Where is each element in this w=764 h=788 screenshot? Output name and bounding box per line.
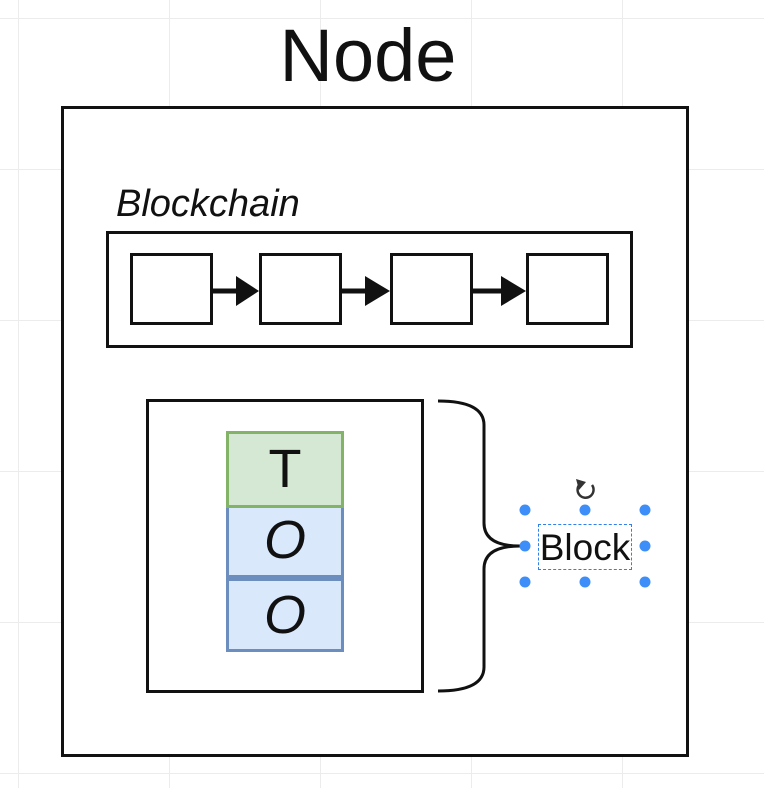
chain-block[interactable] — [259, 253, 342, 325]
node-title[interactable]: Node — [279, 14, 457, 97]
blockchain-label[interactable]: Blockchain — [116, 183, 300, 225]
output-cell[interactable]: O — [226, 508, 344, 578]
blockchain-container[interactable] — [106, 231, 633, 348]
output-cell[interactable]: O — [226, 578, 344, 652]
chain-block[interactable] — [130, 253, 213, 325]
chain-block[interactable] — [526, 253, 609, 325]
block-label[interactable]: Block — [538, 524, 632, 570]
transaction-cell[interactable]: T — [226, 431, 344, 508]
chain-block[interactable] — [390, 253, 473, 325]
